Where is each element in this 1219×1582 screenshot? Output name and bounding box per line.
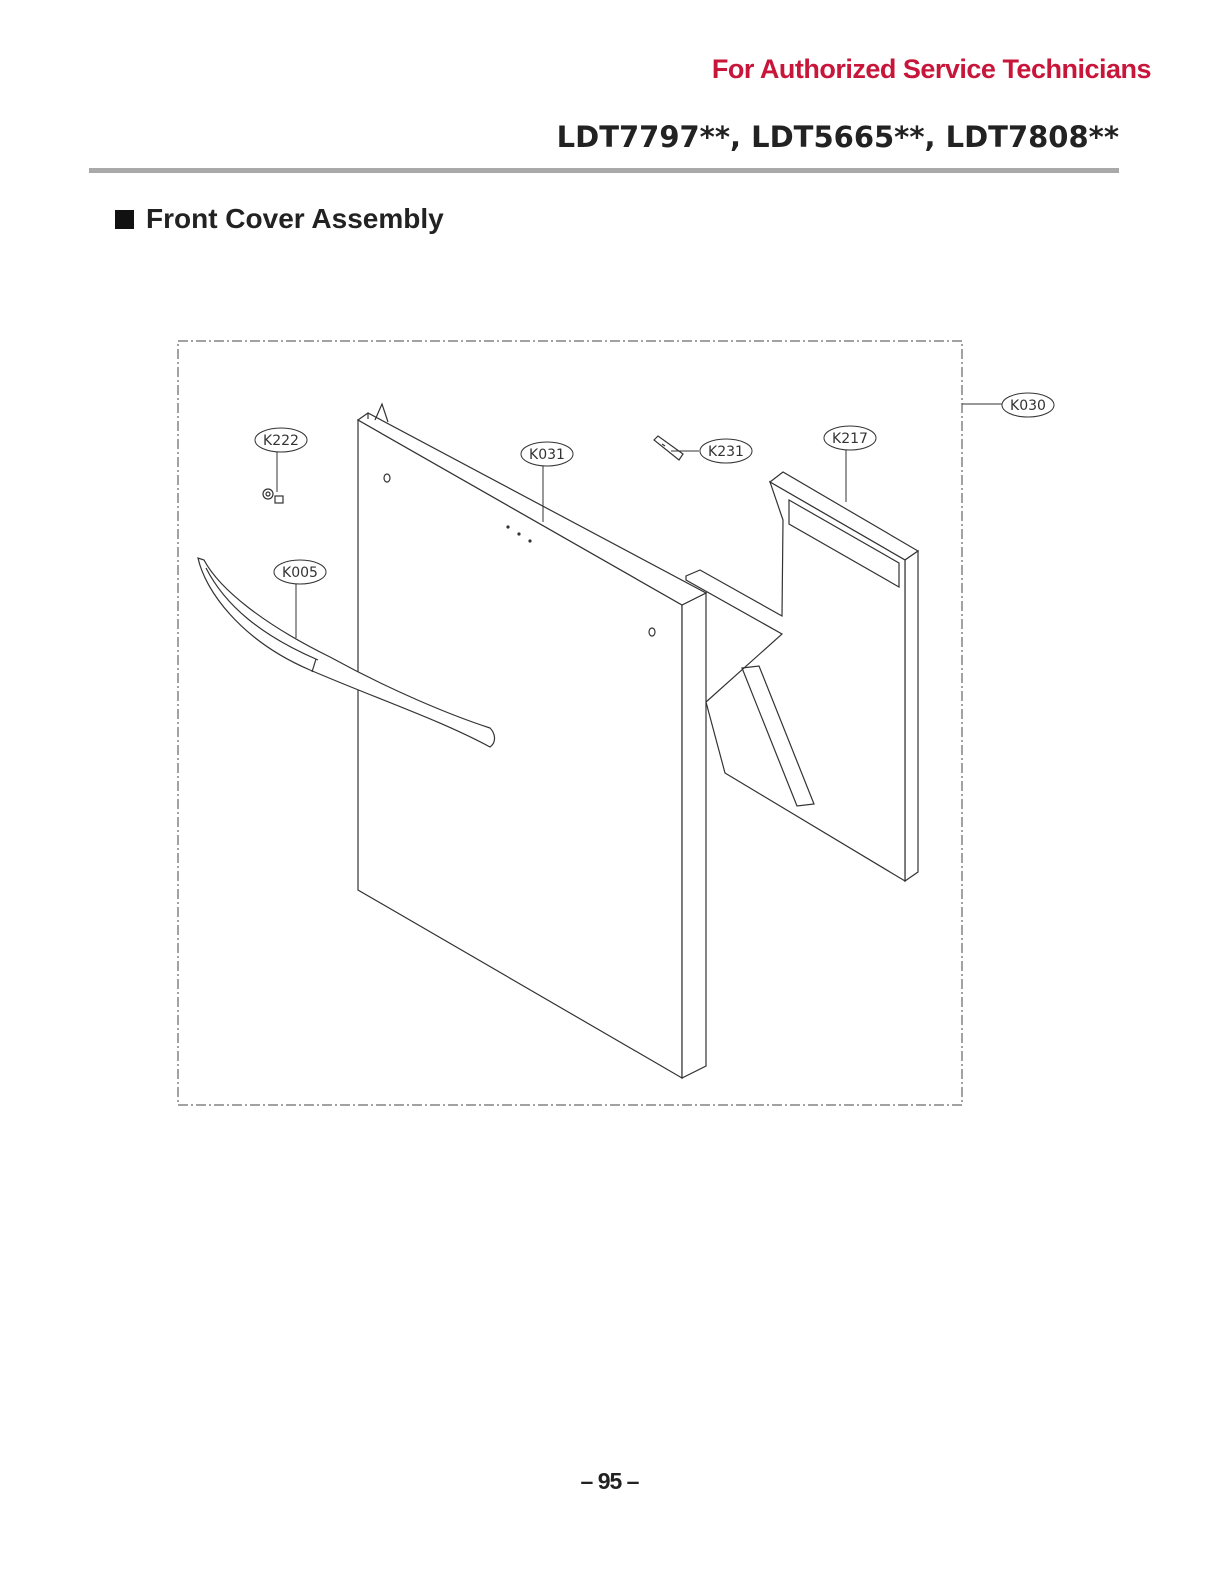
door-panel — [358, 404, 706, 1078]
label-handle: K005 — [282, 565, 318, 581]
label-clip: K231 — [708, 444, 744, 460]
page-number: – 95 – — [0, 1468, 1219, 1495]
callout-assembly: K030 — [1002, 393, 1054, 417]
label-door-panel: K031 — [529, 447, 565, 463]
trim-panel — [686, 472, 918, 881]
screw-part — [263, 489, 283, 503]
callout-handle: K005 — [274, 560, 326, 584]
callout-trim-panel: K217 — [824, 426, 876, 450]
label-screw: K222 — [263, 433, 299, 449]
clip-part — [654, 436, 683, 460]
callout-screw: K222 — [255, 428, 307, 452]
callout-door-panel: K031 — [521, 442, 573, 466]
callout-clip: K231 — [700, 439, 752, 463]
label-assembly: K030 — [1010, 398, 1046, 414]
label-trim-panel: K217 — [832, 431, 868, 447]
